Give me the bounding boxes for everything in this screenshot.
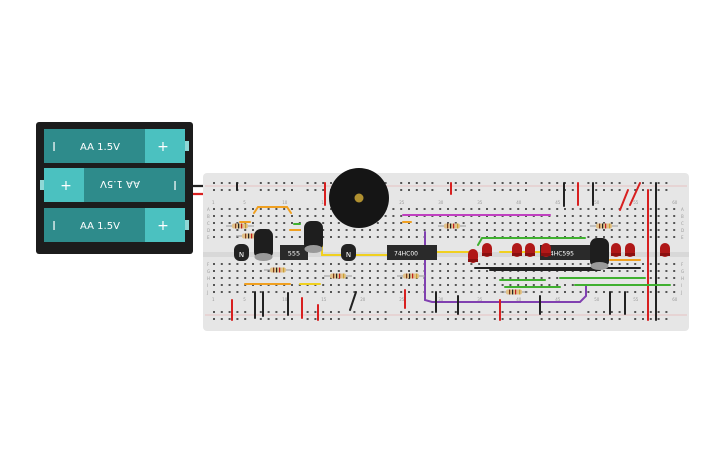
- column-number: 20: [360, 297, 366, 302]
- battery-cell-label: AA 1.5V: [100, 178, 140, 189]
- row-letter: F: [681, 262, 684, 267]
- row-letter: I: [207, 283, 208, 288]
- column-number: 45: [555, 297, 561, 302]
- capacitor-1[interactable]: [254, 229, 273, 261]
- row-letter: A: [681, 207, 684, 212]
- led-1[interactable]: [468, 249, 478, 263]
- led-8[interactable]: [660, 243, 670, 257]
- transistor-2[interactable]: N: [341, 244, 356, 261]
- wire-7: [629, 182, 641, 206]
- row-letter: D: [207, 228, 210, 233]
- row-letter: J: [206, 290, 208, 295]
- wire-8: [619, 189, 629, 211]
- column-number: 1: [212, 297, 215, 302]
- column-number: 35: [477, 200, 483, 205]
- row-letter: J: [680, 290, 682, 295]
- led-6[interactable]: [611, 243, 621, 257]
- transistor-2-label: N: [346, 251, 351, 259]
- battery-cell-label: AA 1.5V: [80, 221, 120, 232]
- resistor-6: [438, 223, 466, 229]
- row-letter: B: [681, 214, 684, 219]
- row-letter: G: [681, 269, 684, 274]
- row-letter: C: [681, 221, 684, 226]
- battery-minus-label: I: [52, 140, 56, 154]
- column-number: 15: [321, 297, 327, 302]
- column-number: 25: [399, 200, 405, 205]
- resistor-3: [264, 267, 292, 273]
- piezo-buzzer[interactable]: [329, 168, 389, 228]
- chip-74hc00-label: 74HC00: [394, 251, 418, 258]
- column-number: 15: [321, 200, 327, 205]
- battery-plus-label: +: [60, 178, 72, 194]
- column-number: 25: [399, 297, 405, 302]
- row-letter: C: [207, 221, 210, 226]
- row-letter: F: [207, 262, 210, 267]
- row-letter: G: [207, 269, 210, 274]
- row-letter: B: [207, 214, 210, 219]
- chip-74hc595[interactable]: 74HC595: [540, 245, 600, 260]
- wires: [231, 182, 671, 321]
- led-2[interactable]: [482, 243, 492, 257]
- column-number: 30: [438, 297, 444, 302]
- chip-555[interactable]: 555: [280, 245, 308, 260]
- column-number: 5: [243, 200, 246, 205]
- row-letter: H: [207, 276, 210, 281]
- wire-20: [424, 231, 587, 303]
- column-number: 50: [594, 297, 600, 302]
- column-number: 35: [477, 297, 483, 302]
- battery-pack[interactable]: + I AA 1.5V + I AA 1.5V + I AA 1.5V: [36, 122, 193, 254]
- row-letter: E: [207, 235, 210, 240]
- column-number: 55: [633, 297, 639, 302]
- chip-74hc595-label: 74HC595: [546, 251, 574, 258]
- column-number: 40: [516, 200, 522, 205]
- battery-cell-1: + I AA 1.5V: [44, 129, 189, 163]
- column-number: 10: [282, 200, 288, 205]
- wire-33: [349, 291, 357, 311]
- transistor-1-label: N: [239, 251, 244, 259]
- resistor-7: [500, 289, 528, 295]
- led-7[interactable]: [625, 243, 635, 257]
- capacitor-3[interactable]: [590, 238, 609, 270]
- resistor-4: [324, 273, 352, 279]
- led-5[interactable]: [541, 243, 551, 257]
- column-number: 55: [633, 200, 639, 205]
- battery-cell-3: + I AA 1.5V: [44, 208, 189, 242]
- led-4[interactable]: [525, 243, 535, 257]
- capacitor-2[interactable]: [304, 221, 323, 253]
- column-number: 60: [672, 297, 678, 302]
- transistor-1[interactable]: N: [234, 244, 249, 261]
- resistor-5: [397, 273, 425, 279]
- chip-555-label: 555: [288, 250, 300, 258]
- battery-minus-label: I: [52, 219, 56, 233]
- resistor-8: [590, 223, 618, 229]
- leds: [468, 243, 670, 263]
- row-letter: I: [681, 283, 682, 288]
- column-number: 60: [672, 200, 678, 205]
- column-number: 40: [516, 297, 522, 302]
- row-letter: D: [681, 228, 684, 233]
- battery-minus-label: I: [173, 179, 177, 193]
- column-number: 50: [594, 200, 600, 205]
- row-letter: H: [681, 276, 684, 281]
- battery-cell-label: AA 1.5V: [80, 142, 120, 153]
- wire-21: [477, 237, 586, 246]
- battery-plus-label: +: [157, 139, 169, 155]
- row-letter: E: [681, 235, 684, 240]
- wire-11: [253, 206, 292, 214]
- row-letter: A: [207, 207, 210, 212]
- column-number: 30: [438, 200, 444, 205]
- column-number: 5: [243, 297, 246, 302]
- chip-74hc00[interactable]: 74HC00: [387, 245, 437, 260]
- led-3[interactable]: [512, 243, 522, 257]
- battery-cell-2: + I AA 1.5V: [40, 168, 185, 202]
- resistors: [226, 223, 618, 295]
- column-number: 1: [212, 200, 215, 205]
- column-number: 45: [555, 200, 561, 205]
- battery-plus-label: +: [157, 218, 169, 234]
- resistor-1: [226, 223, 254, 229]
- column-number: 10: [282, 297, 288, 302]
